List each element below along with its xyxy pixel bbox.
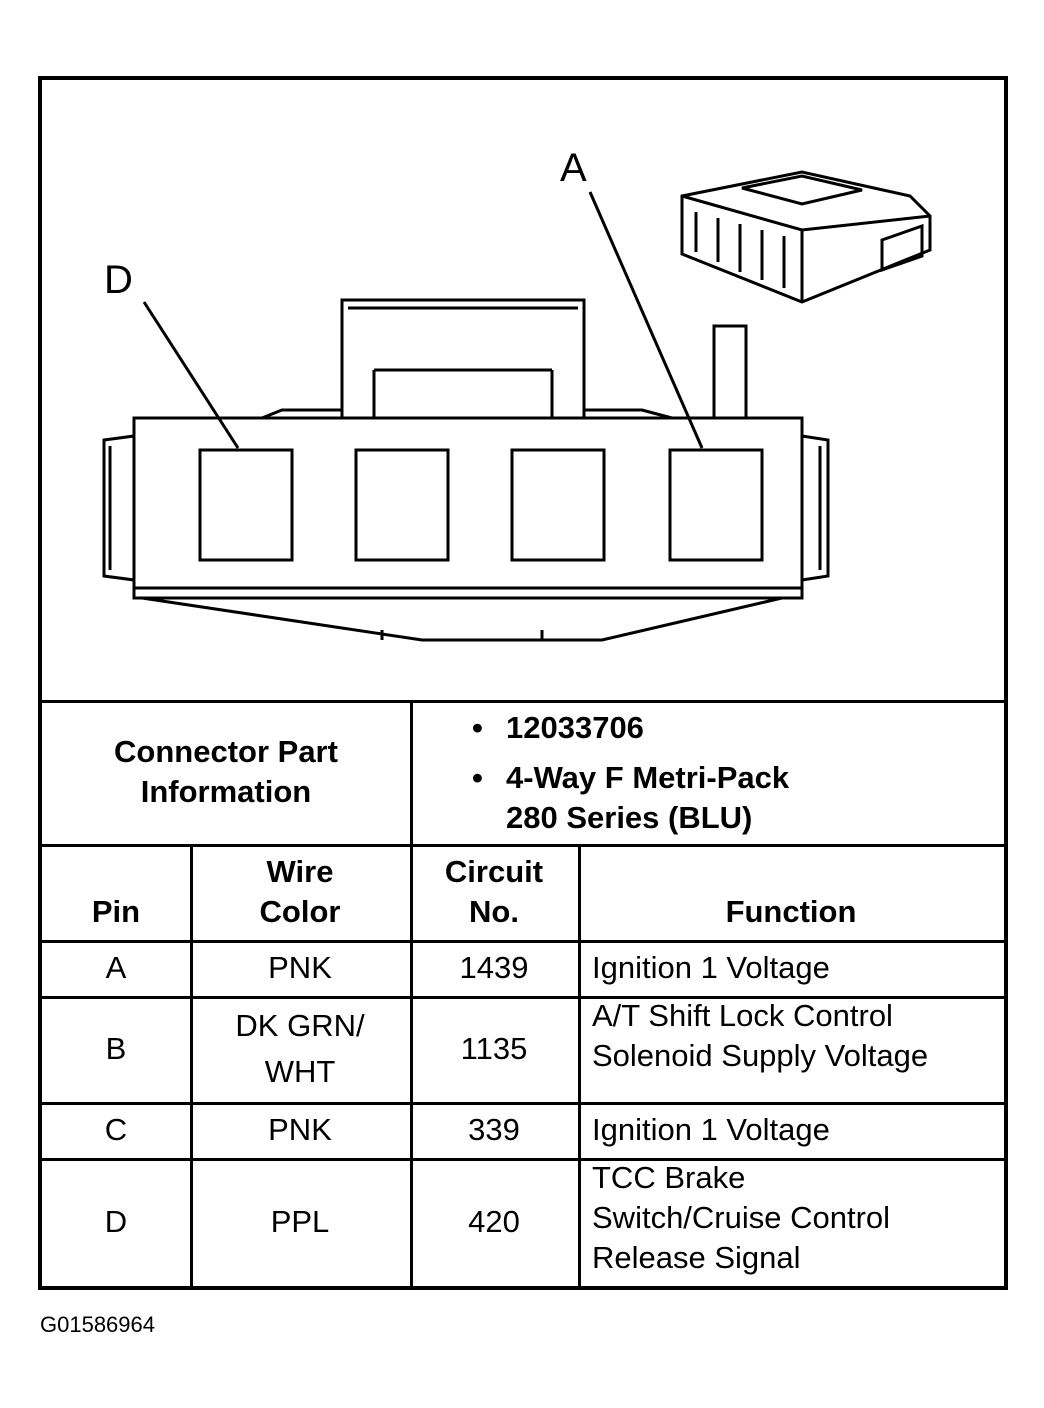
bottom-ridge xyxy=(141,596,783,642)
pin-label-a: A xyxy=(560,146,587,190)
header-wire-color: Wire Color xyxy=(259,854,341,929)
row-a-wire-color: PNK xyxy=(268,950,332,985)
figure-code: G01586964 xyxy=(40,1312,155,1337)
connector-description-line1: 4-Way F Metri-Pack xyxy=(506,760,790,795)
row-b-wire-color: DK GRN/ WHT xyxy=(235,1008,365,1089)
header-circuit-no: Circuit No. xyxy=(444,854,544,929)
row-c-pin: C xyxy=(104,1112,128,1147)
diagram-frame: D A Connector Part Information • 1203370… xyxy=(38,76,1008,1290)
connector-3d-view xyxy=(680,170,932,304)
row-c-wire-color: PNK xyxy=(268,1112,332,1147)
connector-part-info-line1: Connector Part xyxy=(114,734,338,769)
connector-illustration: D A xyxy=(42,80,1004,700)
right-latch xyxy=(800,434,830,582)
header-function: Function xyxy=(725,894,857,929)
row-a-function: Ignition 1 Voltage xyxy=(592,950,830,985)
row-a-circuit: 1439 xyxy=(459,950,529,985)
connector-description-line2: 280 Series (BLU) xyxy=(506,800,753,835)
part-number: 12033706 xyxy=(506,710,644,745)
connector-part-info-label: Connector Part Information xyxy=(42,700,410,844)
row-d-wire-color: PPL xyxy=(270,1204,330,1239)
connector-table: Connector Part Information • 12033706 • … xyxy=(42,700,1004,1286)
pin-cavity-b xyxy=(510,448,606,562)
left-latch xyxy=(102,434,136,582)
row-d-function: TCC Brake Switch/Cruise Control Release … xyxy=(592,1160,891,1275)
top-lock xyxy=(340,298,586,418)
row-d-pin: D xyxy=(104,1204,128,1239)
row-b-circuit: 1135 xyxy=(460,1031,528,1066)
pin-cavity-a xyxy=(668,448,764,562)
connector-part-details: • 12033706 • 4-Way F Metri-Pack 280 Seri… xyxy=(414,700,1004,844)
row-b-pin: B xyxy=(105,1031,127,1066)
connector-part-info-line2: Information xyxy=(140,774,312,809)
pin-cavity-d xyxy=(198,448,294,562)
row-c-circuit: 339 xyxy=(468,1112,520,1147)
connector-drawing xyxy=(102,170,932,642)
row-d-circuit: 420 xyxy=(468,1204,520,1239)
pin-cavity-c xyxy=(354,448,450,562)
row-c-function: Ignition 1 Voltage xyxy=(592,1112,830,1147)
row-a-pin: A xyxy=(105,950,127,985)
row-b-function: A/T Shift Lock Control Solenoid Supply V… xyxy=(592,998,929,1073)
leader-line-a xyxy=(588,191,704,449)
header-pin: Pin xyxy=(91,894,141,929)
polarizing-tab xyxy=(712,324,748,418)
leader-line-d xyxy=(142,301,240,449)
pin-label-d: D xyxy=(104,258,133,302)
